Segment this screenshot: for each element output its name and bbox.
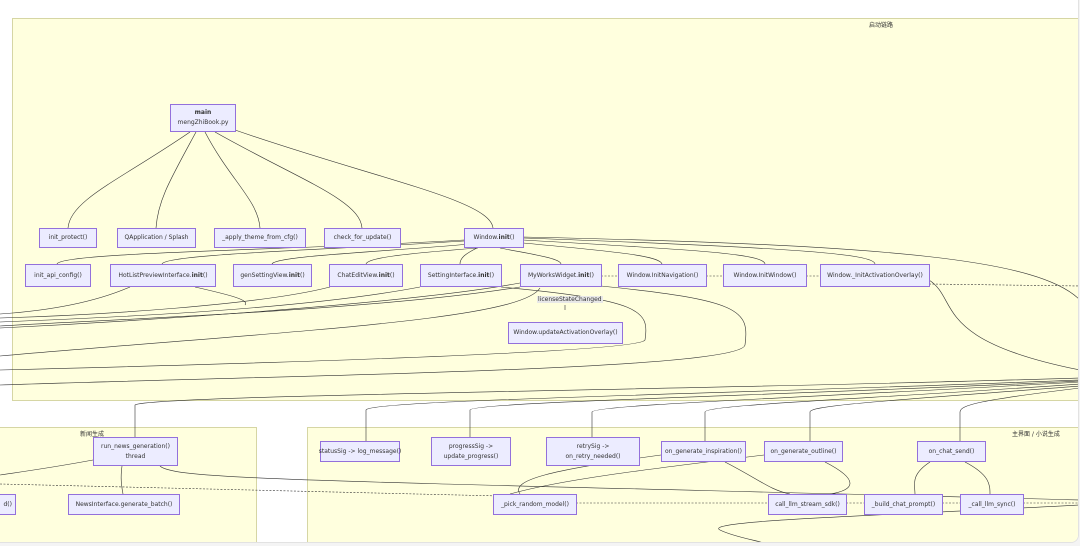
node-run-news[interactable]: run_news_generation() thread (93, 437, 178, 466)
node-news-batch[interactable]: NewsInterface.generate_batch() (68, 494, 180, 515)
node-gensetting-init[interactable]: genSettingView.init() (233, 264, 312, 287)
node-init-navigation[interactable]: Window.InitNavigation() (618, 264, 707, 287)
node-retry-sig[interactable]: retrySig -> on_retry_needed() (546, 437, 640, 466)
node-left-partial[interactable]: d() (0, 494, 16, 515)
node-init-window[interactable]: Window.InitWindow() (723, 264, 807, 287)
node-chatedit-init[interactable]: ChatEditView.init() (329, 264, 403, 287)
node-status-sig[interactable]: statusSig -> log_message() (319, 441, 401, 462)
node-text: HotListPreviewInterface. (118, 271, 192, 279)
node-file: mengZhiBook.py (177, 119, 229, 126)
node-hotlist-init[interactable]: HotListPreviewInterface.init() (110, 264, 216, 287)
node-init-protect[interactable]: init_protect() (39, 228, 97, 248)
node-main[interactable]: main mengZhiBook.py (170, 104, 236, 132)
node-title: main (194, 109, 212, 116)
node-text: update_progress() (443, 452, 499, 460)
node-text: ChatEditView. (337, 271, 379, 279)
node-progress-sig[interactable]: progressSig -> update_progress() (431, 437, 511, 466)
node-text: MyWorksWidget. (527, 271, 579, 279)
node-qapplication[interactable]: QApplication / Splash (117, 228, 196, 248)
node-text-bold: init (191, 271, 203, 279)
node-update-activation[interactable]: Window.updateActivationOverlay() (508, 322, 623, 344)
node-gen-inspiration[interactable]: on_generate_inspiration() (661, 441, 746, 462)
node-pick-model[interactable]: _pick_random_model() (493, 494, 577, 515)
node-text: progressSig -> (448, 442, 494, 450)
node-text-bold: init (478, 271, 490, 279)
node-gen-outline[interactable]: on_generate_outline() (764, 441, 843, 462)
node-text: Window. (473, 234, 499, 241)
node-build-prompt[interactable]: _build_chat_prompt() (864, 494, 943, 515)
node-text-bold: init (288, 271, 300, 279)
node-text: SettingInterface. (427, 271, 479, 279)
cluster-label: 启动链路 (869, 22, 894, 29)
node-chat-send[interactable]: on_chat_send() (917, 441, 986, 462)
cluster-label: 新闻生成 (80, 431, 105, 438)
node-apply-theme[interactable]: _apply_theme_from_cfg() (214, 228, 306, 248)
node-text: () (389, 271, 395, 279)
node-text: () (299, 271, 305, 279)
node-text: () (202, 271, 208, 279)
node-text: genSettingView. (240, 271, 289, 279)
node-text-bold: init (498, 234, 510, 241)
node-text: thread (125, 452, 146, 460)
cluster-label: 主界面 / 小说生成 (1012, 431, 1060, 438)
node-text: () (509, 234, 515, 241)
node-stream-sdk[interactable]: call_llm_stream_sdk() (768, 494, 847, 515)
node-text: on_retry_needed() (565, 452, 621, 460)
edge-label-license: licenseStateChanged (537, 296, 603, 303)
node-init-api-config[interactable]: init_api_config() (25, 264, 91, 287)
node-window-init[interactable]: Window.init() (464, 228, 524, 248)
node-llm-sync[interactable]: _call_llm_sync() (960, 494, 1024, 515)
node-text: retrySig -> (576, 442, 610, 450)
node-check-update[interactable]: check_for_update() (324, 228, 401, 248)
node-setting-init[interactable]: SettingInterface.init() (420, 264, 502, 287)
node-text: run_news_generation() (101, 442, 170, 450)
node-init-activation[interactable]: Window._InitActivationOverlay() (820, 264, 930, 287)
node-text: () (489, 271, 495, 279)
node-text-bold: init (378, 271, 390, 279)
node-myworks-init[interactable]: MyWorksWidget.init() (520, 264, 602, 287)
node-text: () (589, 271, 595, 279)
node-text-bold: init (578, 271, 590, 279)
